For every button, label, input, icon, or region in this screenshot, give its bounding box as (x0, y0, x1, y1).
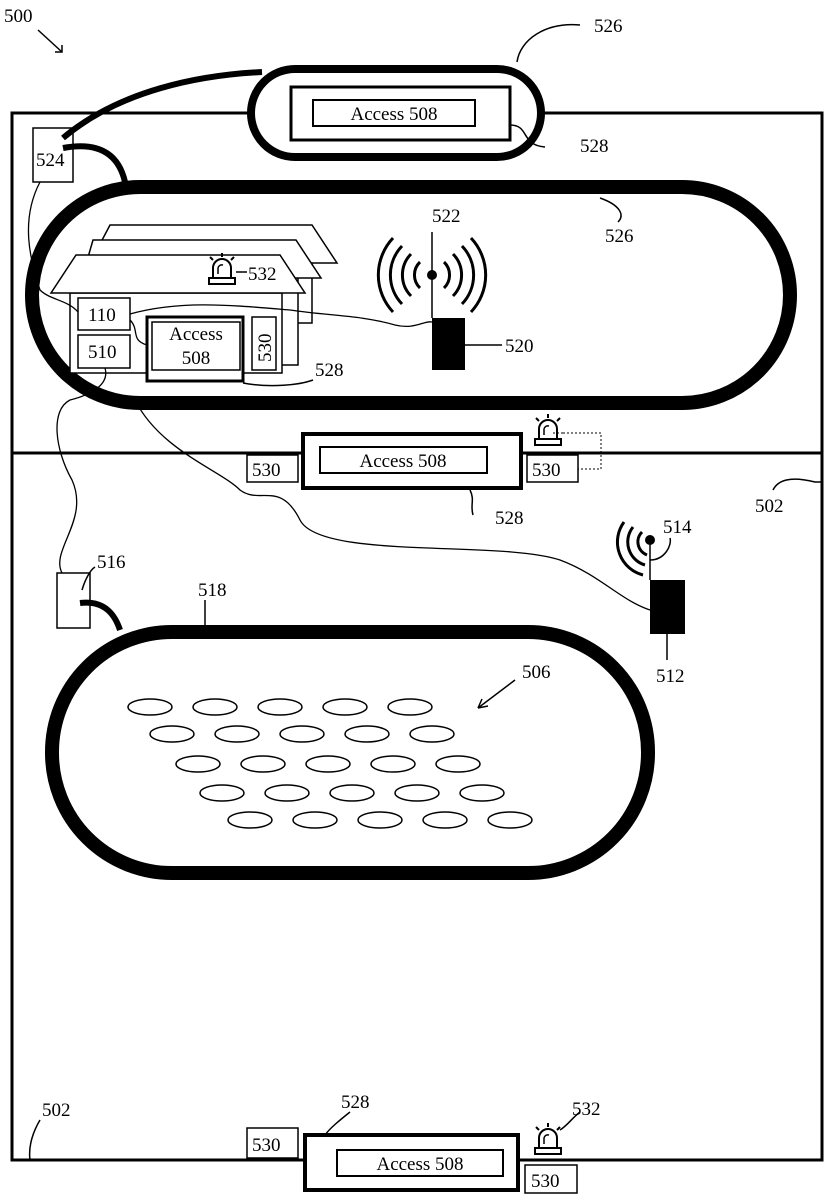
middle-access-box (319, 446, 488, 474)
pool-object (357, 811, 403, 829)
bottom-alarm-siren-icon (534, 1122, 562, 1155)
pool-object (227, 811, 273, 829)
middle-alarm-siren-icon (534, 413, 562, 446)
wireless-signal-icon-514 (616, 521, 655, 580)
top-access-box (312, 99, 476, 127)
device-510 (77, 334, 131, 369)
pool-object (329, 784, 375, 802)
pool-object (394, 784, 440, 802)
house-access-box (151, 321, 241, 371)
pool-object (279, 725, 325, 743)
house-access-line1: Access (169, 324, 223, 345)
pool-object (127, 698, 173, 716)
region-label-left: 502 (42, 1100, 71, 1121)
middle-access-label: Access 508 (359, 451, 446, 472)
upper-boundary-pill (25, 180, 797, 410)
pool-boundary-518 (45, 625, 655, 880)
bottom-door[interactable] (303, 1133, 520, 1192)
lock-530-bottom-left (246, 1127, 299, 1159)
pool-object (370, 755, 416, 773)
device-110 (77, 297, 131, 331)
bottom-access-box (336, 1149, 504, 1177)
figure-arrow (37, 29, 63, 53)
wireless-signal-icon (376, 232, 488, 318)
pool-506-label: 506 (522, 662, 551, 683)
pool-objects (127, 698, 533, 829)
top-boundary-pill (247, 65, 545, 161)
lock-530-house-label: 530 (255, 334, 276, 363)
pool-object (292, 811, 338, 829)
lock-530-mid-left-label: 530 (252, 460, 281, 481)
lock-530-bottom-left-label: 530 (252, 1135, 281, 1156)
antenna-522-label: 522 (432, 206, 461, 227)
lock-530-mid-right (526, 454, 579, 483)
lock-530-bottom-right (524, 1164, 578, 1194)
sensor-512 (650, 580, 685, 634)
pool-object (459, 784, 505, 802)
lock-530-mid-right-label: 530 (532, 460, 561, 481)
middle-door[interactable] (301, 432, 523, 490)
alarm-532-label: 532 (248, 264, 277, 285)
device-510-label: 510 (88, 342, 117, 363)
pool-object (199, 784, 245, 802)
upper-pill-ref: 526 (605, 226, 634, 247)
pool-object (387, 698, 433, 716)
middle-door-ref: 528 (495, 508, 524, 529)
sensor-524-label: 524 (36, 150, 65, 171)
top-door-ref: 528 (580, 136, 609, 157)
bottom-door-ref: 528 (341, 1092, 370, 1113)
lock-530-house (251, 316, 277, 371)
bottom-access-label: Access 508 (376, 1154, 463, 1175)
pool-object (214, 725, 260, 743)
figure-label: 500 (4, 6, 33, 27)
pool-object (240, 755, 286, 773)
pool-object (409, 725, 455, 743)
lock-530-bottom-right-label: 530 (531, 1171, 560, 1192)
house-access-line2: 508 (182, 348, 211, 369)
top-door[interactable] (289, 85, 512, 142)
alarm-532-bottom-label: 532 (572, 1099, 601, 1120)
lock-530-mid-left (246, 454, 299, 483)
device-110-label: 110 (88, 305, 116, 326)
boundary-518-label: 518 (198, 580, 227, 601)
pool-object (344, 725, 390, 743)
sensor-516-label: 516 (97, 552, 126, 573)
pool-object (149, 725, 195, 743)
sensor-520 (432, 318, 465, 370)
pool-object (192, 698, 238, 716)
antenna-514-label: 514 (663, 517, 692, 538)
sensor-512-label: 512 (656, 666, 685, 687)
sensor-520-label: 520 (505, 336, 534, 357)
house-door-ref: 528 (315, 360, 344, 381)
pool-object (422, 811, 468, 829)
top-pill-ref: 526 (594, 16, 623, 37)
pool-object (175, 755, 221, 773)
pool-object (264, 784, 310, 802)
pool-object (305, 755, 351, 773)
region-label-right: 502 (755, 496, 784, 517)
pool-object (487, 811, 533, 829)
pool-object (322, 698, 368, 716)
pool-object (257, 698, 303, 716)
pool-object (435, 755, 481, 773)
top-access-label: Access 508 (350, 104, 437, 125)
